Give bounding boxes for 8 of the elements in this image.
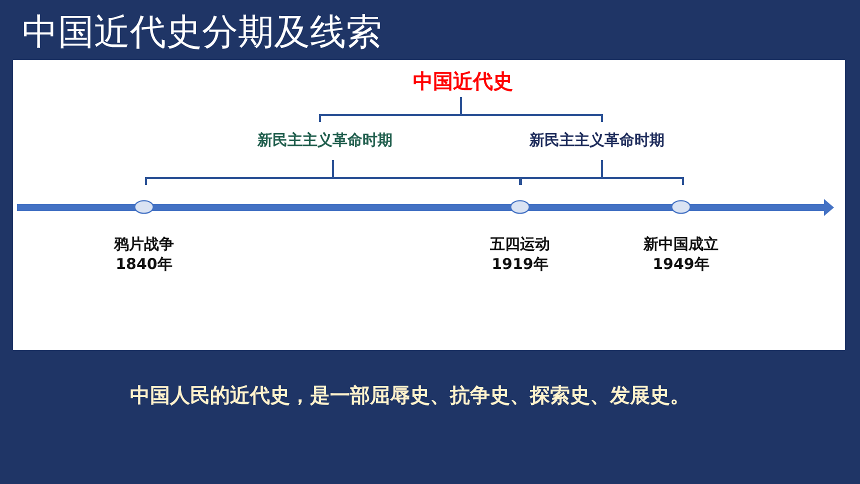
period-label: 新民主主义革命时期 [258, 131, 392, 150]
caption: 中国人民的近代史，是一部屈辱史、抗争史、探索史、发展史。 [129, 382, 691, 409]
event-label: 鸦片战争 1840年 [114, 234, 174, 274]
history-heading: 中国近代史 [413, 68, 513, 95]
event-label: 五四运动 1919年 [490, 234, 550, 274]
period-label: 新民主主义革命时期 [530, 131, 664, 150]
page-title: 中国近代史分期及线索 [22, 11, 382, 55]
event-label: 新中国成立 1949年 [644, 234, 718, 274]
